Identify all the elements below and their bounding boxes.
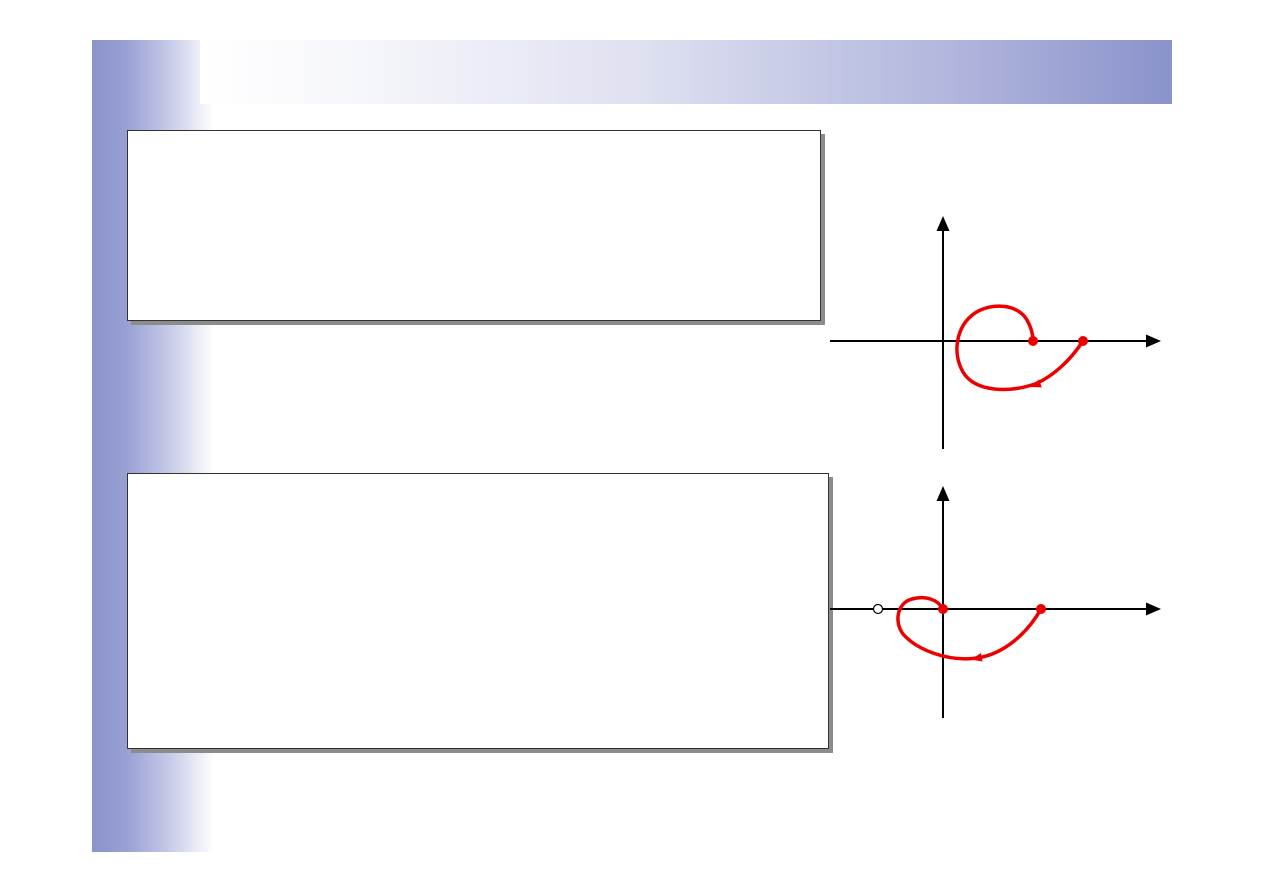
y-axis-arrow-icon [936, 216, 950, 231]
x-axis-arrow-icon [1146, 602, 1161, 616]
red-curve [896, 595, 1043, 661]
diagram-upper [830, 216, 1161, 449]
direction-arrow-icon [971, 653, 983, 662]
end-point-dot [938, 604, 948, 614]
text-box-upper [127, 130, 821, 321]
text-box-lower [127, 473, 829, 749]
x-axis-arrow-icon [1146, 334, 1161, 348]
y-axis-arrow-icon [936, 486, 950, 501]
diagram-lower [830, 486, 1161, 718]
top-gradient-band [200, 40, 1172, 104]
open-point-circle [872, 603, 884, 615]
start-point-dot [1078, 336, 1088, 346]
red-curve [955, 304, 1085, 392]
end-point-dot [1028, 336, 1038, 346]
direction-arrow-icon [1030, 379, 1042, 388]
start-point-dot [1036, 604, 1046, 614]
